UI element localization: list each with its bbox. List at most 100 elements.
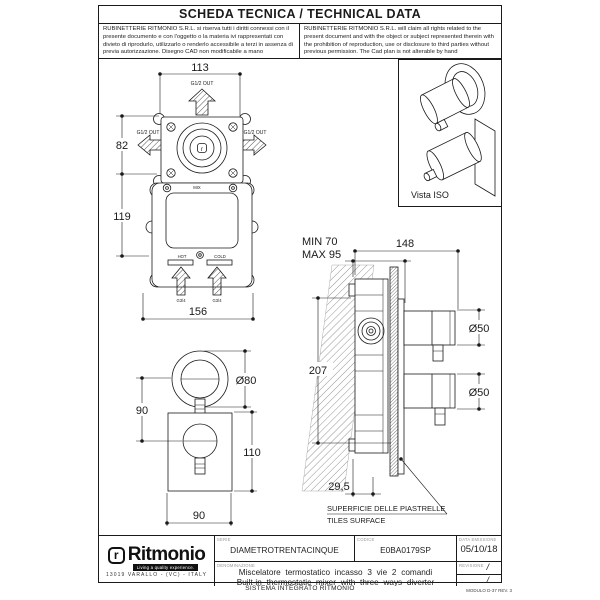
- title-block: r Ritmonio Living a quality experience. …: [99, 535, 501, 586]
- sheet-title: SCHEDA TECNICA / TECHNICAL DATA: [99, 6, 501, 24]
- mixer-box-body: r: [153, 113, 251, 187]
- thermostatic-knob: r: [176, 122, 228, 174]
- left-outlet-arrow: G1/2 OUT: [137, 130, 163, 156]
- cold-inlet-arrow: G3/4: [207, 266, 227, 303]
- g12-out-right-label: G1/2 OUT: [244, 130, 267, 136]
- rough-in-front-view: 113 G1/2 OUT G1/2 OUT G1/2 OUT: [107, 62, 267, 321]
- dimension-dia50-bottom: Ø50: [457, 372, 495, 411]
- dim-207-label: 207: [309, 365, 327, 377]
- max-depth-label: MAX 95: [302, 249, 341, 261]
- denominazione-english: Built-in thermostatic mixer with three w…: [236, 578, 435, 586]
- g12-out-top-label: G1/2 OUT: [191, 81, 214, 87]
- iso-view-label: Vista ISO: [411, 190, 449, 200]
- rough-box-section: [348, 278, 389, 454]
- dim-dia80-label: Ø80: [236, 375, 257, 387]
- min-depth-label: MIN 70: [302, 236, 337, 248]
- dim-156-label: 156: [189, 306, 207, 318]
- dim-82-label: 82: [116, 140, 128, 152]
- dim-110-label: 110: [243, 447, 261, 459]
- dimension-82-119: 82 119: [107, 114, 159, 258]
- denominazione-label: DENOMINAZIONE: [217, 563, 255, 568]
- dimension-90-centers: 90: [130, 376, 182, 443]
- logo-mark-small: r: [201, 147, 203, 153]
- dimension-min-max: MIN 70 MAX 95: [302, 236, 411, 303]
- dimension-29-5: 29,5: [328, 459, 381, 497]
- hot-inlet-arrow: G3/4: [171, 266, 191, 303]
- escutcheon-profile: [397, 298, 405, 475]
- trim-front-view: Ø80 90 110: [130, 349, 267, 526]
- iso-bottom-knob: [426, 132, 482, 181]
- dimension-dia80: Ø80: [204, 349, 261, 409]
- technical-drawings: 113 G1/2 OUT G1/2 OUT G1/2 OUT: [107, 59, 502, 526]
- dim-90-centers-label: 90: [136, 405, 148, 417]
- iso-drawing: [420, 63, 496, 197]
- revisione-label: REVISIONE: [459, 563, 484, 568]
- dimension-dia50-top: Ø50: [457, 308, 495, 347]
- codice-label: CODICE: [357, 537, 375, 542]
- denominazione-cell: DENOMINAZIONE Miscelatore termostatico i…: [214, 561, 456, 586]
- dim-dia50-bottom-label: Ø50: [469, 387, 490, 399]
- dim-dia50-top-label: Ø50: [469, 323, 490, 335]
- iso-connector: [434, 118, 449, 132]
- denominazione-italian: Miscelatore termostatico incasso 3 vie 2…: [238, 568, 433, 577]
- logo-cell: r Ritmonio Living a quality experience. …: [99, 536, 214, 586]
- top-handle-profile: [403, 310, 456, 362]
- logo-tagline: Living a quality experience.: [132, 564, 199, 571]
- iso-view-box: Vista ISO: [398, 59, 502, 207]
- trim-plate: [167, 412, 233, 492]
- disclaimer-italian: RUBINETTERIE RITMONIO S.R.L. si riserva …: [99, 24, 300, 58]
- tile-layer: [389, 266, 399, 477]
- technical-sheet: SCHEDA TECNICA / TECHNICAL DATA RUBINETT…: [98, 5, 502, 586]
- logo-name: Ritmonio: [127, 544, 206, 565]
- revisione-cell: REVISIONE / /: [456, 561, 501, 586]
- hot-label: HOT: [178, 254, 187, 259]
- top-outlet-arrow: G1/2 OUT: [187, 81, 217, 116]
- tiles-surface-it-label: SUPERFICIE DELLE PIASTRELLE: [327, 504, 445, 513]
- revisione-value-1: /: [486, 562, 489, 572]
- dimension-207: 207: [303, 296, 391, 445]
- g34-hot-label: G3/4: [176, 298, 186, 303]
- logo-address: 13019 VARALLO - (VC) - ITALY: [105, 572, 208, 578]
- serie-value: DIAMETROTRENTACINQUE: [230, 545, 339, 555]
- right-outlet-arrow: G1/2 OUT: [241, 130, 267, 156]
- tiles-surface-callout: SUPERFICIE DELLE PIASTRELLE TILES SURFAC…: [327, 457, 448, 525]
- codice-value: E0BA0179SP: [380, 545, 431, 555]
- data-emissione-label: DATA EMISSIONE: [459, 537, 497, 542]
- iso-top-knob: [420, 78, 470, 125]
- bottom-handle-profile: [403, 373, 456, 426]
- revisione-row-1: REVISIONE /: [457, 562, 501, 574]
- serie-label: SERIE: [217, 537, 231, 542]
- dim-119-label: 119: [113, 211, 131, 223]
- g12-out-left-label: G1/2 OUT: [137, 130, 160, 136]
- dim-90-width-label: 90: [193, 510, 205, 522]
- tiles-surface-en-label: TILES SURFACE: [327, 516, 385, 525]
- mix-label: MIX: [193, 185, 201, 190]
- cold-label: COLD: [214, 254, 226, 259]
- g34-cold-label: G3/4: [212, 298, 222, 303]
- side-section-view: 148 MIN 70 MAX 95 207: [301, 236, 495, 525]
- dimension-148: 148: [353, 238, 460, 309]
- drawing-area: 113 G1/2 OUT G1/2 OUT G1/2 OUT: [99, 59, 502, 535]
- mounting-bracket: MIX HOT COLD: [145, 182, 259, 288]
- disclaimer-english: RUBINETTERIE RITMONIO S.R.L. will claim …: [304, 26, 494, 56]
- footer-system-label: SISTEMA INTEGRATO RITMONIO: [245, 585, 355, 592]
- iso-lever: [423, 168, 438, 182]
- dimension-113: 113: [158, 62, 242, 116]
- revisione-row-2: /: [457, 574, 501, 586]
- data-emissione-value: 05/10/18: [460, 544, 498, 555]
- dimension-90-width: 90: [165, 493, 233, 526]
- data-emissione-cell: DATA EMISSIONE 05/10/18: [456, 536, 501, 561]
- corner-screws: [166, 122, 238, 178]
- dim-113-label: 113: [191, 62, 209, 74]
- dim-148-label: 148: [396, 238, 414, 250]
- disclaimer-row: RUBINETTERIE RITMONIO S.R.L. si riserva …: [99, 24, 501, 59]
- dimension-110: 110: [234, 410, 267, 493]
- footer-module-label: MODULO D-37 REV. 3: [466, 588, 512, 593]
- dim-29-5-label: 29,5: [328, 481, 349, 493]
- serie-cell: SERIE DIAMETROTRENTACINQUE: [214, 536, 354, 561]
- ritmonio-mark-icon: r: [107, 546, 125, 564]
- trim-top-knob: [171, 350, 229, 416]
- dimension-156: 156: [141, 293, 255, 321]
- codice-cell: CODICE E0BA0179SP: [354, 536, 456, 561]
- revisione-value-2: /: [486, 575, 489, 585]
